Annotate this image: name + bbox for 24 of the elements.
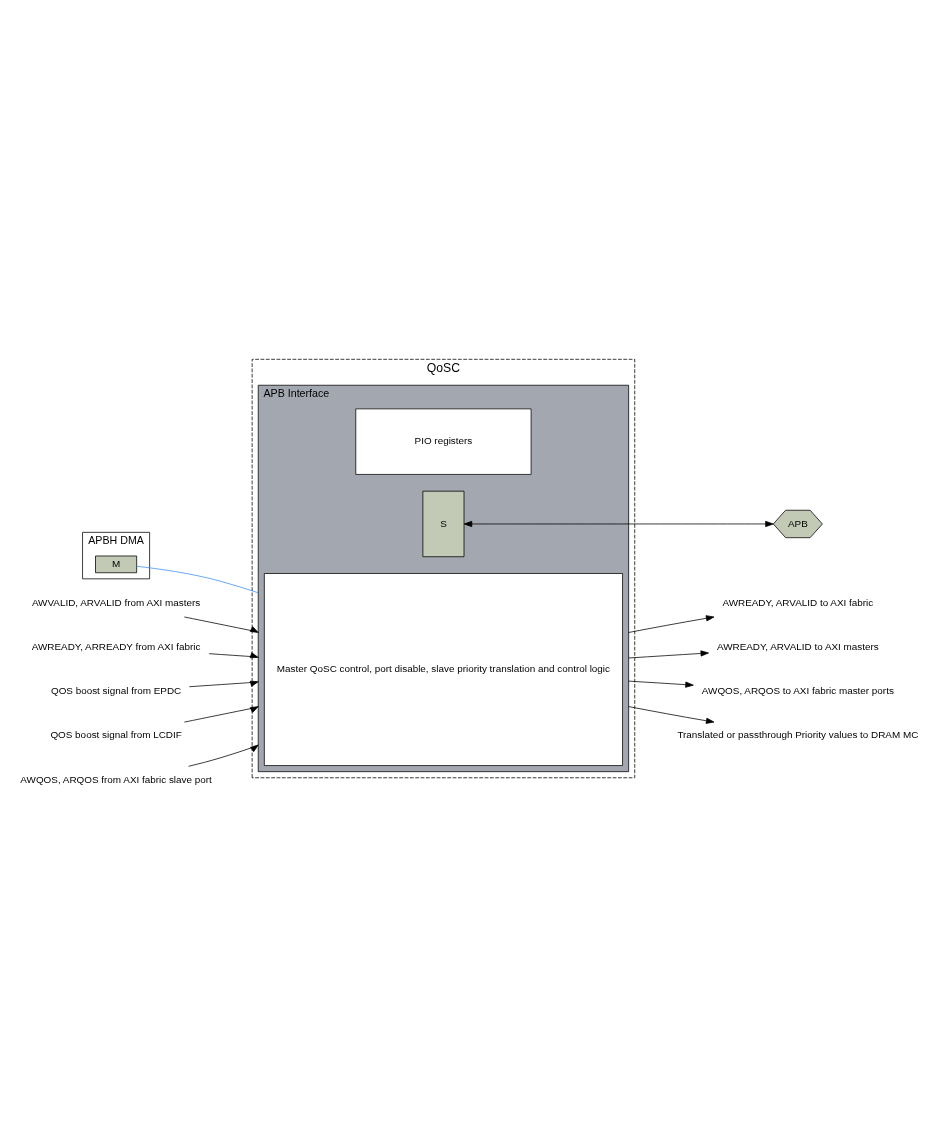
node-text: AWREADY, ARVALID to AXI fabric xyxy=(721,596,873,608)
arrow xyxy=(463,520,774,527)
arrow xyxy=(188,680,259,687)
node-box: PIO registers xyxy=(354,408,531,475)
arrow xyxy=(627,614,714,633)
arrow xyxy=(627,649,709,658)
node-text: Translated or passthrough Priority values to DRAM MC xyxy=(676,728,918,740)
connector xyxy=(135,565,259,593)
node-box: Master QoSC control, port disable, slave priority translation and control logic xyxy=(263,572,623,766)
arrow xyxy=(627,680,694,688)
node-text: AWVALID, ARVALID from AXI masters xyxy=(31,596,200,608)
arrow xyxy=(208,651,259,658)
node-text: AWREADY, ARVALID to AXI masters xyxy=(716,640,879,652)
node-text: AWQOS, ARQOS from AXI fabric slave port xyxy=(19,773,212,785)
arrow xyxy=(187,744,259,767)
node-box: M xyxy=(94,555,137,573)
node-text: AWQOS, ARQOS to AXI fabric master ports xyxy=(701,684,894,696)
node-box: S xyxy=(422,490,464,557)
node-text: AWREADY, ARREADY from AXI fabric xyxy=(31,640,200,652)
arrow xyxy=(627,705,714,724)
arrow xyxy=(183,705,259,722)
arrow xyxy=(183,616,259,633)
node-text: QOS boost signal from EPDC xyxy=(50,684,181,696)
node-text: QOS boost signal from LCDIF xyxy=(49,728,182,740)
